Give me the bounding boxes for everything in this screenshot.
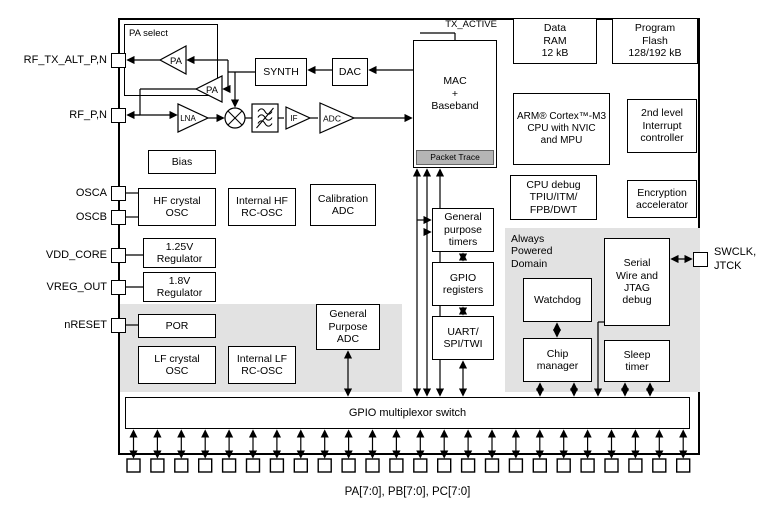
pa-select-label: PA select: [129, 28, 168, 39]
regulator-1v25-block: 1.25V Regulator: [143, 238, 216, 268]
encryption-accelerator-block: Encryption accelerator: [627, 180, 697, 218]
lna-amp-icon: [177, 103, 210, 133]
program-flash-block: Program Flash 128/192 kB: [612, 18, 698, 64]
dac-block: DAC: [332, 58, 368, 86]
gpio-pin-14: [460, 458, 476, 473]
gpio-pin-6: [269, 458, 285, 473]
pin-label-rf-tx-alt: RF_TX_ALT_P,N: [23, 54, 107, 66]
data-ram-block: Data RAM 12 kB: [513, 18, 597, 64]
por-block: POR: [138, 314, 216, 338]
gpio-pin-arrows: [129, 429, 688, 459]
pin-label-nreset: nRESET: [64, 319, 107, 331]
pin-label-vreg-out: VREG_OUT: [46, 281, 107, 293]
gpio-pin-12: [413, 458, 428, 473]
pin-label-oscb: OSCB: [75, 211, 107, 223]
gpio-pin-23: [676, 458, 691, 473]
gpio-pin-7: [293, 458, 308, 473]
gpio-pin-3: [197, 458, 213, 473]
tx-active-label: TX_ACTIVE: [445, 19, 497, 30]
bias-block: Bias: [148, 150, 216, 174]
if-amp-icon: [285, 106, 312, 130]
cpu-debug-block: CPU debug TPIU/ITM/ FPB/DWT: [510, 175, 597, 220]
pin-osca: [111, 186, 126, 201]
gpio-pin-8: [317, 458, 332, 473]
gpio-pin-11: [389, 458, 404, 473]
filter-wave-1: [257, 108, 273, 115]
gpio-pin-22: [652, 458, 667, 473]
internal-hf-rc-osc-block: Internal HF RC-OSC: [228, 188, 296, 226]
gpio-pin-1: [150, 458, 165, 473]
uart-spi-twi-block: UART/ SPI/TWI: [432, 316, 494, 360]
synth-block: SYNTH: [255, 58, 307, 86]
gpio-pin-0: [126, 458, 141, 473]
cpu-block: ARM® Cortex™-M3 CPU with NVIC and MPU: [513, 93, 610, 165]
pin-label-osca: OSCA: [75, 187, 107, 199]
always-powered-domain-label: Always Powered Domain: [511, 233, 553, 270]
gpio-mux-block: GPIO multiplexor switch: [125, 397, 690, 429]
pin-rf-tx-alt: [111, 53, 126, 68]
sleep-timer-block: Sleep timer: [604, 340, 670, 382]
pa-amp-bottom-icon: [194, 75, 223, 103]
pin-label-vdd-core: VDD_CORE: [45, 249, 107, 261]
regulator-1v8-block: 1.8V Regulator: [143, 272, 216, 302]
rx-adc-label: ADC: [323, 114, 341, 124]
gpio-pin-15: [484, 458, 500, 473]
pin-swclk-jtck: [693, 252, 708, 267]
gpio-pin-18: [556, 458, 571, 473]
pin-oscb: [111, 210, 126, 225]
gpio-pin-19: [580, 458, 595, 473]
pa-amp-top-label: PA: [170, 56, 183, 67]
gpio-pin-13: [437, 458, 452, 473]
interrupt-controller-block: 2nd level Interrupt controller: [627, 99, 697, 153]
general-purpose-adc-block: General Purpose ADC: [316, 304, 380, 350]
pin-nreset: [111, 318, 126, 333]
gpio-pins: [126, 458, 691, 473]
hf-crystal-osc-block: HF crystal OSC: [138, 188, 216, 226]
gpio-pin-2: [174, 458, 189, 473]
pin-stub-wires: [125, 192, 693, 397]
chip-manager-block: Chip manager: [523, 338, 592, 382]
internal-lf-rc-osc-block: Internal LF RC-OSC: [228, 346, 296, 384]
packet-trace-block: Packet Trace: [416, 150, 494, 165]
filter-wave-3: [257, 120, 273, 127]
analog-symbols: PA PA LNA IF ADC: [158, 44, 356, 134]
pin-vdd-core: [111, 248, 126, 263]
gpio-pin-4: [221, 458, 237, 473]
gpio-pin-21: [628, 458, 643, 473]
pin-label-swclk-jtck: SWCLK, JTCK: [714, 246, 757, 272]
gpio-pin-17: [532, 458, 547, 473]
mac-baseband-block: MAC + Baseband: [413, 40, 497, 168]
filter-slash: [256, 107, 274, 129]
pa-amp-bottom-label: PA: [206, 85, 219, 96]
gpio-pin-16: [508, 458, 524, 473]
watchdog-block: Watchdog: [523, 278, 592, 322]
if-amp-label: IF: [290, 114, 297, 123]
gpio-pin-5: [245, 458, 261, 473]
rx-adc-icon: [319, 102, 356, 134]
mixer-x-2: [227, 110, 243, 126]
pa-amp-top-icon: [158, 44, 187, 76]
calibration-adc-block: Calibration ADC: [310, 184, 376, 226]
pin-rf-pn: [111, 108, 126, 123]
serial-wire-jtag-block: Serial Wire and JTAG debug: [604, 238, 670, 326]
general-purpose-timers-block: General purpose timers: [432, 208, 494, 252]
gpio-port-label: PA[7:0], PB[7:0], PC[7:0]: [344, 486, 471, 498]
gpio-pin-9: [341, 458, 356, 473]
lna-label: LNA: [180, 114, 196, 123]
pin-vreg-out: [111, 280, 126, 295]
lf-crystal-osc-block: LF crystal OSC: [138, 346, 216, 384]
gpio-pin-10: [365, 458, 380, 473]
pin-label-rf-pn: RF_P,N: [69, 109, 107, 121]
gpio-registers-block: GPIO registers: [432, 262, 494, 306]
gpio-pin-20: [604, 458, 619, 473]
